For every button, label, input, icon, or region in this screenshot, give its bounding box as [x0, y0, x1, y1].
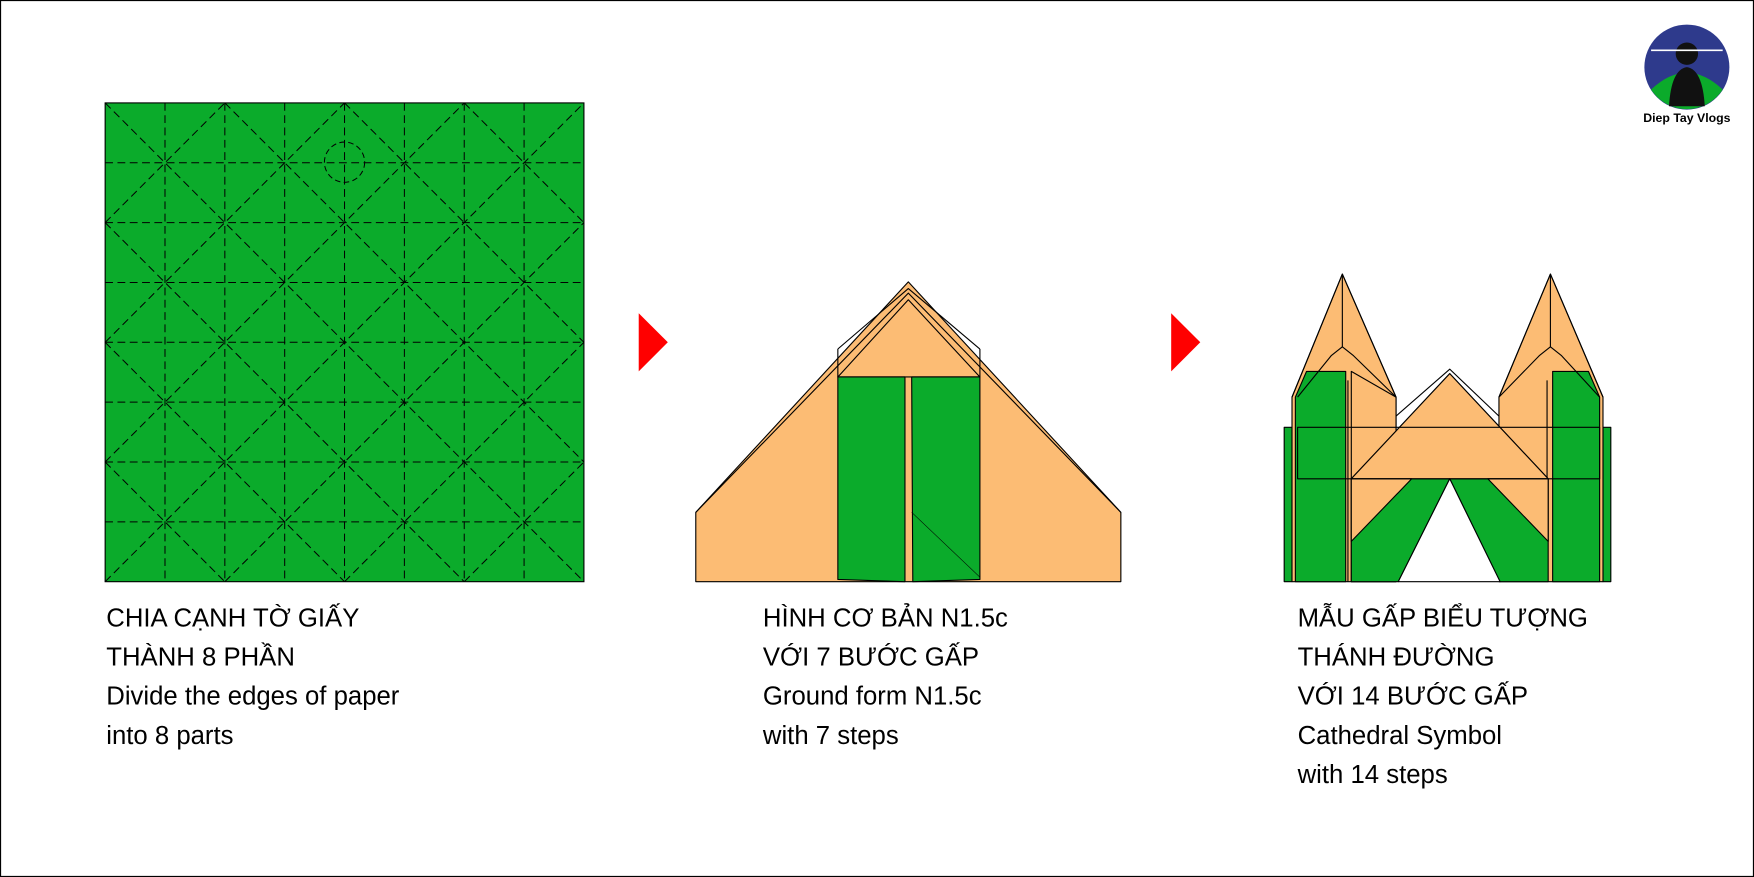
step3-caption: MẪU GẤP BIỂU TƯỢNG: [1298, 602, 1588, 632]
step1-caption: Divide the edges of paper: [106, 683, 400, 711]
step2-caption: Ground form N1.5c: [763, 683, 982, 711]
step1-caption: THÀNH 8 PHẦN: [106, 643, 295, 672]
crease-line: [463, 102, 585, 223]
step1-caption: into 8 parts: [106, 722, 233, 750]
arrow-icon: [1171, 313, 1201, 372]
crease-line: [463, 461, 585, 583]
reference-circle: [323, 141, 366, 183]
step2-caption: with 7 steps: [762, 722, 899, 750]
step2-caption: HÌNH CƠ BẢN N1.5c: [763, 602, 1008, 632]
channel-logo: Diep Tay Vlogs: [1643, 24, 1731, 125]
crease-line: [104, 102, 345, 343]
logo-caption: Diep Tay Vlogs: [1643, 111, 1730, 125]
step3-caption: THÁNH ĐƯỜNG: [1298, 643, 1495, 672]
crease-line: [104, 341, 345, 583]
cathedral-figure: [1283, 273, 1612, 583]
crease-pattern-square: [104, 102, 585, 583]
crease-line: [344, 341, 585, 583]
crease-line: [104, 461, 226, 583]
base-form-figure: [695, 281, 1122, 583]
step3-caption: with 14 steps: [1297, 761, 1448, 789]
step3-caption: Cathedral Symbol: [1298, 722, 1502, 750]
crease-line: [104, 102, 226, 223]
crease-line: [104, 102, 585, 583]
step2-caption: VỚI 7 BƯỚC GẤP: [763, 643, 979, 672]
step1-caption: CHIA CẠNH TỜ GIẤY: [106, 603, 359, 632]
arrow-icon: [638, 313, 668, 372]
crease-line: [344, 102, 585, 343]
step3-caption: VỚI 14 BƯỚC GẤP: [1298, 682, 1528, 711]
